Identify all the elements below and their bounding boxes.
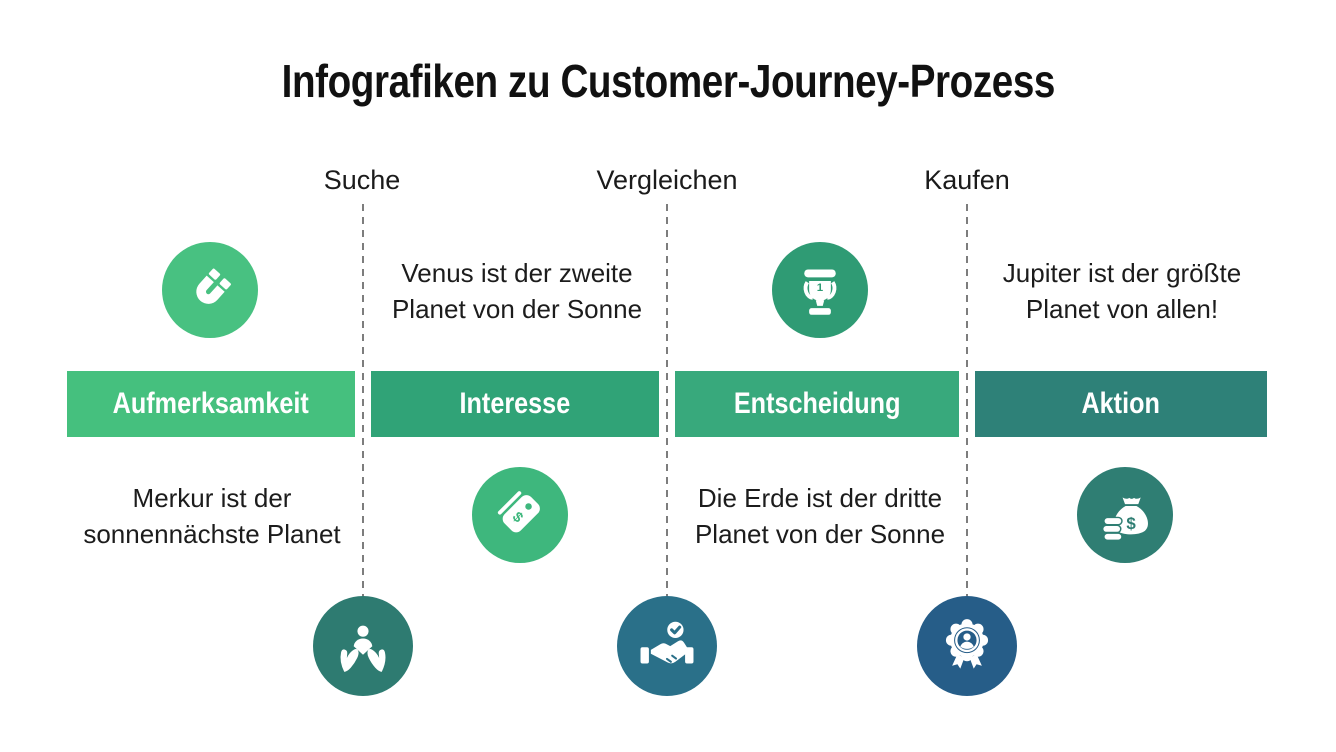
transition-label-suche: Suche <box>323 165 401 195</box>
page-title-text: Infografiken zu Customer-Journey-Prozess <box>281 55 1055 107</box>
stage-bar-label: Entscheidung <box>733 387 901 420</box>
hands-holding-person-icon <box>313 596 413 696</box>
transition-label-kaufen: Kaufen <box>924 165 1010 195</box>
money-bag-icon: $ <box>1077 467 1173 563</box>
note-line: Jupiter ist der größte <box>1002 258 1242 288</box>
note-merkur: Merkur ist der sonnennächste Planet <box>63 480 361 552</box>
svg-text:$: $ <box>1126 514 1136 533</box>
page-title: Infografiken zu Customer-Journey-Prozess <box>0 54 1336 108</box>
note-line: sonnennächste Planet <box>83 519 341 549</box>
note-line: Die Erde ist der dritte <box>697 483 943 513</box>
note-erde: Die Erde ist der dritte Planet von der S… <box>671 480 969 552</box>
price-tag-icon: $ <box>472 467 568 563</box>
dashed-divider-3 <box>966 204 968 598</box>
stage-bar-aktion: Aktion <box>975 371 1267 437</box>
handshake-check-glyph <box>640 621 694 664</box>
handshake-check-icon <box>617 596 717 696</box>
money-bag-glyph: $ <box>1101 497 1148 542</box>
note-line: Planet von der Sonne <box>391 294 643 324</box>
svg-text:1: 1 <box>817 282 824 294</box>
stage-bar-label: Aktion <box>1081 387 1161 420</box>
note-line: Venus ist der zweite <box>401 258 633 288</box>
transition-label-vergleichen: Vergleichen <box>596 165 738 195</box>
note-line: Merkur ist der <box>132 483 292 513</box>
trophy-glyph: 1 <box>803 269 837 315</box>
stage-bar-aufmerksamkeit: Aufmerksamkeit <box>67 371 355 437</box>
magnet-glyph <box>196 268 231 304</box>
dashed-divider-2 <box>666 204 668 598</box>
note-venus: Venus ist der zweite Planet von der Sonn… <box>368 255 666 327</box>
price-tag-glyph: $ <box>497 491 540 533</box>
stage-bar-entscheidung: Entscheidung <box>675 371 959 437</box>
trophy-icon: 1 <box>772 242 868 338</box>
stage-bar-label: Interesse <box>459 387 571 420</box>
note-jupiter: Jupiter ist der größte Planet von allen! <box>973 255 1271 327</box>
stage-bar-interesse: Interesse <box>371 371 659 437</box>
member-badge-glyph <box>945 619 989 669</box>
magnet-icon <box>162 242 258 338</box>
note-line: Planet von allen! <box>1025 294 1219 324</box>
dashed-divider-1 <box>362 204 364 598</box>
hands-holding-person-glyph <box>340 625 386 672</box>
stage-bar-label: Aufmerksamkeit <box>112 387 310 420</box>
member-badge-icon <box>917 596 1017 696</box>
note-line: Planet von der Sonne <box>694 519 946 549</box>
